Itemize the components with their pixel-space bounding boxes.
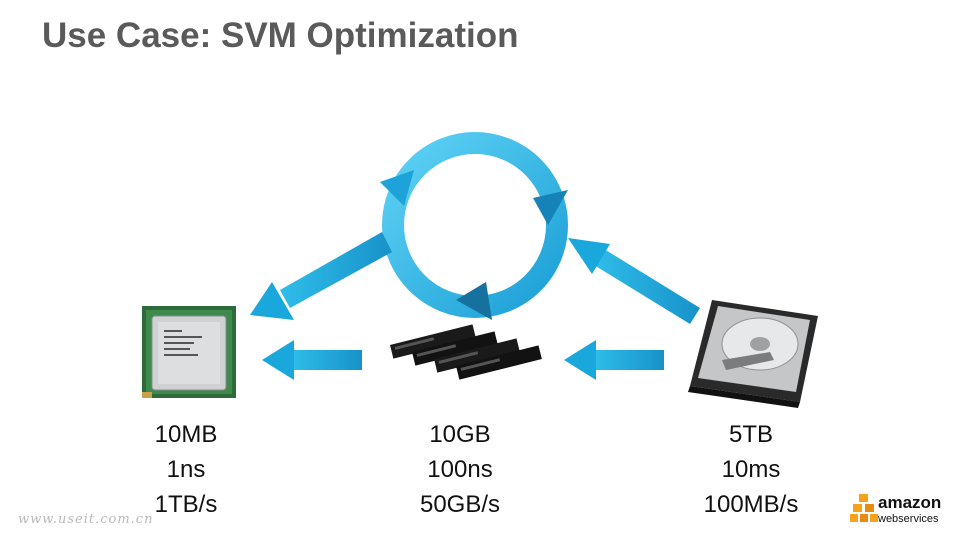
disk-specs: 5TB 10ms 100MB/s: [671, 417, 831, 522]
aws-boxes-icon: [850, 494, 878, 522]
arrow-disk-to-cycle: [568, 238, 700, 324]
logo-line2: webservices: [878, 513, 939, 525]
refresh-cycle-icon: [380, 132, 568, 320]
ram-bandwidth: 50GB/s: [419, 491, 501, 518]
cpu-chip-icon: [142, 306, 236, 398]
slide-title: Use Case: SVM Optimization: [42, 16, 519, 55]
aws-logo: amazon webservices: [850, 490, 950, 530]
ram-modules-icon: [390, 324, 542, 380]
ram-latency: 100ns: [427, 456, 493, 483]
watermark-text: www.useit.com.cn: [18, 512, 154, 527]
cpu-capacity: 10MB: [154, 421, 218, 448]
arrow-disk-to-ram: [564, 340, 664, 380]
ram-capacity: 10GB: [429, 421, 491, 448]
cpu-bandwidth: 1TB/s: [154, 491, 218, 518]
logo-line1: amazon: [878, 493, 942, 512]
cpu-latency: 1ns: [166, 456, 206, 483]
hard-drive-icon: [688, 300, 818, 408]
arrow-ram-to-cpu: [262, 340, 362, 380]
disk-capacity: 5TB: [728, 421, 773, 448]
disk-bandwidth: 100MB/s: [703, 491, 799, 518]
cpu-specs: 10MB 1ns 1TB/s: [106, 417, 266, 522]
disk-latency: 10ms: [721, 456, 781, 483]
ram-specs: 10GB 100ns 50GB/s: [380, 417, 540, 522]
arrow-cycle-to-cpu: [250, 232, 392, 320]
